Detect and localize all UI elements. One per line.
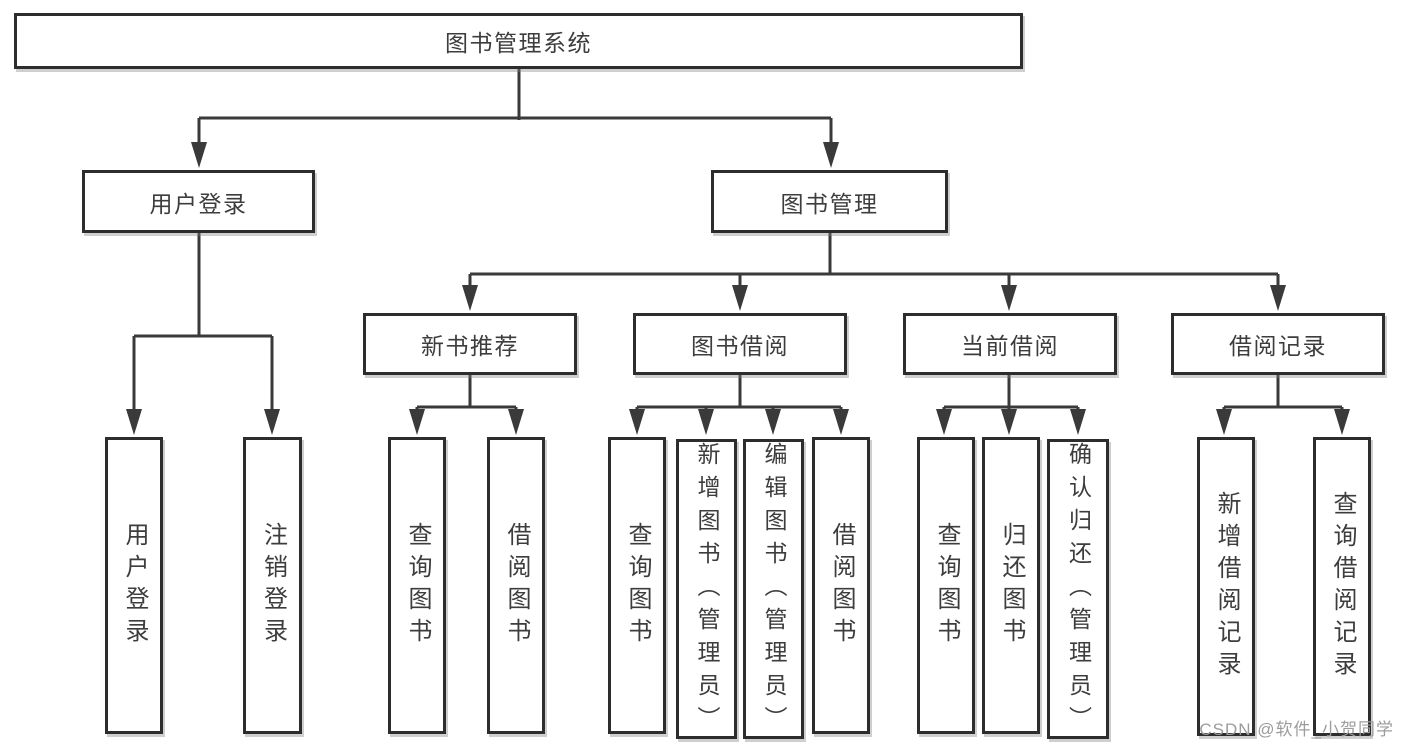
node-label: 用户登录	[149, 190, 248, 217]
leaf-user-login: 用户登录	[105, 437, 163, 734]
arrow-down-icon	[936, 409, 952, 435]
arrow-down-icon	[732, 285, 748, 311]
arrow-down-icon	[1270, 285, 1286, 311]
arrow-down-icon	[1070, 409, 1086, 435]
watermark: CSDN @软件_小贺同学	[1199, 720, 1394, 739]
node-label: 当前借阅	[961, 333, 1059, 359]
arrow-down-icon	[823, 142, 839, 168]
leaf-label: 编辑图书（管理员）	[761, 442, 787, 739]
leaf-label: 归还图书	[998, 521, 1025, 650]
leaf-label: 借阅图书	[828, 521, 855, 650]
leaf-label: 用户登录	[121, 521, 148, 650]
node-label: 图书借阅	[691, 333, 789, 359]
node-label: 图书管理	[780, 190, 879, 217]
leaf-add-borrow-record: 新增借阅记录	[1197, 437, 1255, 736]
node-label: 图书管理系统	[445, 30, 592, 56]
leaf-label: 注销登录	[259, 521, 287, 650]
leaf-label: 新增借阅记录	[1213, 490, 1240, 683]
user-login-children-connector	[126, 233, 280, 435]
book-mgmt-children-connector	[462, 233, 1286, 311]
node-book-borrow: 图书借阅	[633, 313, 847, 375]
node-current-borrow: 当前借阅	[903, 313, 1117, 375]
book-borrow-children-connector	[629, 375, 849, 435]
node-label: 借阅记录	[1229, 333, 1327, 359]
arrow-down-icon	[698, 409, 714, 435]
arrow-down-icon	[765, 409, 781, 435]
leaf-confirm-return-admin: 确认归还（管理员）	[1047, 439, 1109, 739]
leaf-new-book-borrow-books: 借阅图书	[487, 437, 545, 734]
arrow-down-icon	[508, 409, 524, 435]
arrow-down-icon	[126, 409, 142, 435]
arrow-down-icon	[264, 409, 280, 435]
leaf-edit-books-admin: 编辑图书（管理员）	[743, 439, 804, 739]
arrow-down-icon	[191, 142, 207, 168]
leaf-add-books-admin: 新增图书（管理员）	[676, 439, 737, 739]
arrow-down-icon	[1216, 409, 1232, 435]
root-to-level2-connector	[191, 68, 839, 168]
leaf-return-books: 归还图书	[982, 437, 1040, 734]
node-user-login: 用户登录	[82, 170, 315, 233]
leaf-query-borrow-record: 查询借阅记录	[1313, 437, 1371, 736]
leaf-label: 查询图书	[624, 521, 651, 650]
arrow-down-icon	[462, 285, 478, 311]
node-library-management-system: 图书管理系统	[14, 13, 1023, 69]
leaf-label: 借阅图书	[503, 521, 530, 650]
node-new-book-recommend: 新书推荐	[363, 313, 577, 375]
arrow-down-icon	[833, 409, 849, 435]
node-book-management: 图书管理	[711, 170, 948, 233]
leaf-borrow-borrow-books: 借阅图书	[812, 437, 870, 734]
node-borrow-record: 借阅记录	[1171, 313, 1385, 375]
leaf-current-query-books: 查询图书	[917, 437, 975, 734]
leaf-label: 新增图书（管理员）	[694, 442, 720, 739]
leaf-logout: 注销登录	[243, 437, 302, 734]
leaf-borrow-query-books: 查询图书	[608, 437, 666, 734]
borrow-record-children-connector	[1216, 375, 1350, 435]
arrow-down-icon	[1001, 409, 1017, 435]
arrow-down-icon	[1334, 409, 1350, 435]
leaf-new-book-query-books: 查询图书	[388, 437, 446, 734]
current-borrow-children-connector	[936, 375, 1086, 435]
leaf-label: 确认归还（管理员）	[1065, 442, 1092, 739]
new-book-children-connector	[409, 375, 524, 435]
arrow-down-icon	[629, 409, 645, 435]
arrow-down-icon	[409, 409, 425, 435]
leaf-label: 查询借阅记录	[1329, 490, 1356, 683]
arrow-down-icon	[1001, 285, 1017, 311]
leaf-label: 查询图书	[404, 521, 431, 650]
node-label: 新书推荐	[421, 333, 519, 359]
leaf-label: 查询图书	[933, 521, 960, 650]
